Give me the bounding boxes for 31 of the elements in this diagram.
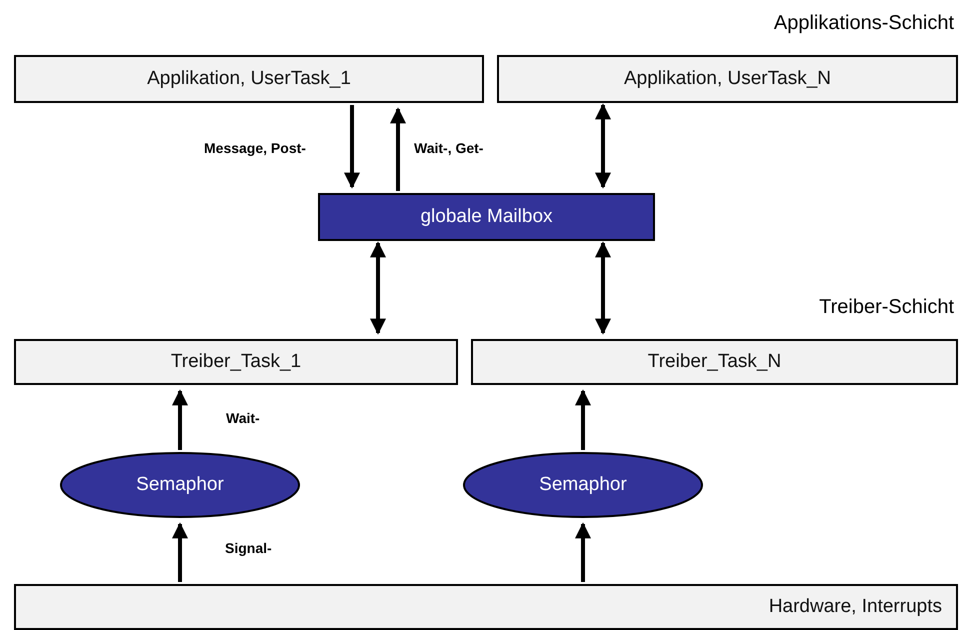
- layer-heading: Applikations-Schicht: [774, 12, 954, 35]
- edge-label: Message, Post-: [204, 140, 306, 156]
- arrow: [595, 103, 611, 189]
- layer-heading: Treiber-Schicht: [819, 296, 954, 319]
- edge-label: Signal-: [225, 540, 272, 556]
- process-box: [14, 339, 458, 385]
- node-label: Treiber_Task_1: [170, 351, 302, 373]
- semaphore-ellipse: [60, 452, 300, 518]
- process-box: [497, 55, 958, 103]
- arrow: [370, 241, 386, 335]
- mailbox-box: [318, 193, 655, 241]
- process-box: [471, 339, 958, 385]
- node-label: Treiber_Task_N: [648, 351, 782, 373]
- arrow: [172, 522, 188, 582]
- node-label: globale Mailbox: [420, 206, 553, 228]
- node-label: Hardware, Interrupts: [768, 596, 942, 618]
- edge-label: Wait-, Get-: [414, 140, 484, 156]
- node-label: Semaphor: [136, 474, 224, 496]
- node-label: Applikation, UserTask_N: [624, 68, 831, 90]
- process-box: [14, 55, 484, 103]
- node-label: Semaphor: [539, 474, 627, 496]
- arrow: [172, 389, 188, 450]
- arrow: [344, 105, 360, 189]
- edge-label: Wait-: [226, 410, 260, 426]
- semaphore-ellipse: [463, 452, 703, 518]
- node-label: Applikation, UserTask_1: [147, 68, 351, 90]
- arrow: [390, 107, 406, 191]
- arrow: [595, 241, 611, 335]
- arrow: [575, 522, 591, 582]
- arrow: [575, 389, 591, 450]
- process-box: [14, 584, 958, 630]
